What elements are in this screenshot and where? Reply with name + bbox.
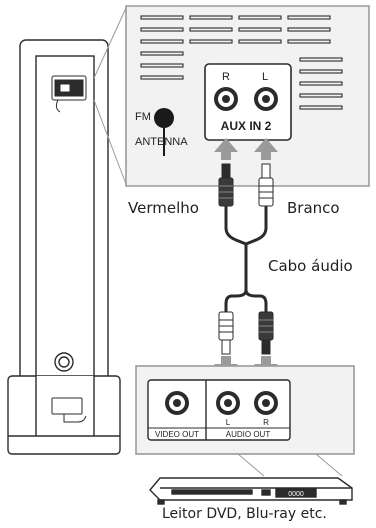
unit-power-knob (54, 352, 74, 372)
vent-slots (140, 15, 343, 110)
aux-l-jack (254, 87, 278, 111)
arrow-up-r (214, 138, 238, 160)
audio-out-l-jack (216, 391, 240, 415)
unit-rear-connector (51, 75, 87, 101)
aux-l-label: L (262, 71, 268, 83)
cable-wire-bottom (224, 284, 268, 312)
fm-antenna-jack (154, 108, 174, 128)
right-plug-label: Branco (287, 199, 340, 217)
main-unit (7, 39, 121, 455)
aux-r-jack (214, 87, 238, 111)
rca-plug-red-top (218, 163, 234, 207)
left-plug-label: Vermelho (128, 199, 199, 217)
fm-label: FM (135, 111, 151, 123)
video-out-label: VIDEO OUT (155, 430, 199, 439)
cable-wire-top (224, 206, 268, 284)
player-display: 0000 (288, 491, 304, 498)
jack-l-label: L (226, 418, 231, 427)
aux-in-2-panel: R L AUX IN 2 (204, 63, 292, 141)
audio-out-r-jack (254, 391, 278, 415)
antenna-label: ANTENNA (135, 136, 188, 148)
jack-r-label: R (263, 418, 269, 427)
arrow-up-l (254, 138, 278, 160)
unit-base-cable (63, 414, 87, 423)
aux-r-label: R (222, 71, 230, 83)
rca-plug-red-bottom (258, 311, 274, 355)
zoom-line-bottom (93, 99, 127, 185)
unit-rear-cable (55, 99, 61, 113)
player-zoom-line-right (315, 453, 343, 477)
aux-in-2-label: AUX IN 2 (221, 119, 272, 133)
zoom-line-top (93, 7, 127, 79)
dvd-player (149, 477, 353, 505)
rca-plug-white-bottom (218, 311, 234, 355)
player-caption: Leitor DVD, Blu-ray etc. (162, 506, 327, 522)
player-zoom-line-left (237, 453, 265, 477)
unit-base-socket (51, 397, 83, 415)
cable-label: Cabo áudio (268, 257, 353, 275)
video-out-jack (165, 391, 189, 415)
rca-plug-white-top (258, 163, 274, 207)
audio-out-label: AUDIO OUT (226, 430, 271, 439)
